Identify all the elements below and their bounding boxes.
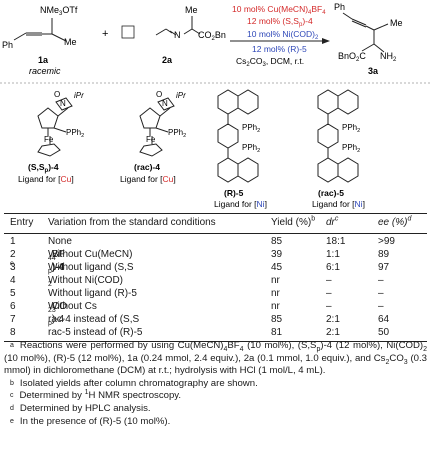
lig3-pph2-bot: PPh2 [242,143,260,154]
header-dr: drc [326,215,339,228]
header-rule [4,233,427,234]
cond-base: Cs2CO3, DCM, r.t. [236,56,304,68]
lig3-name: (R)-5 [224,188,244,198]
table-row: 4 Without Ni(COD)2 nr – – [10,275,384,288]
r2-ester: CO2Bn [198,30,226,42]
lig2-pph2: PPh2 [168,128,186,139]
header-entry: Entry [10,217,34,228]
r1-me-label: Me [64,37,77,47]
p-ester: BnO2C [338,51,366,63]
lig1-fe: Fe [44,135,54,144]
lig3-pph2-top: PPh2 [242,123,260,134]
lig2-ipr: iPr [176,91,186,100]
p-compound: 3a [368,66,379,76]
p-me: Me [390,18,403,28]
cond-l4: 12 mol% (S,Sp)-4 [247,16,313,28]
lig4-caption: Ligand for [Ni] [312,199,365,209]
table-row: 8 rac-5 instead of (R)-5 81 2:1 50 [10,327,390,338]
top-rule [4,213,427,214]
r2-me: Me [185,5,198,15]
lig3-caption: Ligand for [Ni] [214,199,267,209]
table-row: 1 None 85 18:1 >99 [10,236,395,247]
lig2-caption: Ligand for [Cu] [120,174,176,184]
lig1-n: N [60,99,66,108]
lig1-o: O [54,90,60,99]
lig2-fe: Fe [146,135,156,144]
lig1-name: (S,Sp)-4 [28,162,59,174]
cond-l5: 12 mol% (R)-5 [252,44,307,54]
r1-racemic: racemic [29,66,61,76]
r1-compound: 1a [38,55,49,65]
lig4-pph2-top: PPh2 [342,123,360,134]
header-ee: ee (%)d [378,215,412,228]
r2-compound: 2a [162,55,173,65]
r1-ph-label: Ph [2,40,13,50]
header-yield: Yield (%)b [271,215,316,228]
lig2-n: N [162,99,168,108]
p-nh2: NH2 [380,51,397,63]
lig2-name: (rac)-4 [134,162,160,172]
cond-ni: 10 mol% Ni(COD)2 [247,29,319,41]
lig1-pph2: PPh2 [66,128,84,139]
lig4-pph2-bot: PPh2 [342,143,360,154]
reaction-scheme: NMe3OTf Me Ph 1a racemic + N Me CO2Bn 2a… [0,2,431,84]
lig1-caption: Ligand for [Cu] [18,174,74,184]
table-row: 5 Without ligand (R)-5 nr – – [10,288,384,299]
cond-cu: 10 mol% Cu(MeCN)4BF4 [232,4,326,16]
r2-n: N [174,30,181,40]
ligand-structures: N O iPr PPh2 Fe (S,Sp)-4 Ligand for [Cu]… [18,89,365,209]
bottom-rule [4,341,427,342]
header-variation: Variation from the standard conditions [48,217,216,228]
lig1-ipr: iPr [74,91,84,100]
lig2-o: O [156,90,162,99]
lig4-name: (rac)-5 [318,188,344,198]
r1-nme3-label: NMe3OTf [40,5,78,17]
plus-sign: + [102,28,108,40]
p-ph: Ph [334,2,345,12]
